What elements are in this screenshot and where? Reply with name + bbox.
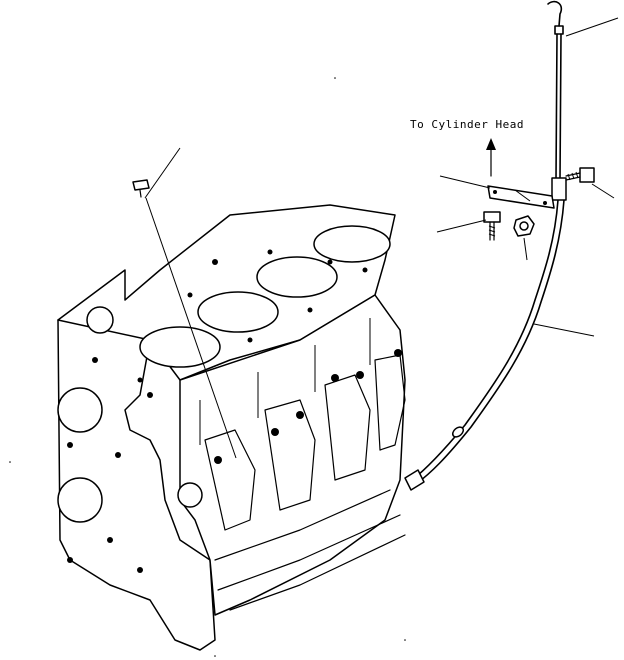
cylinder-block [57, 204, 406, 651]
nut [513, 215, 535, 237]
plug [132, 179, 150, 198]
to-cylinder-head-label: To Cylinder Head [410, 118, 524, 131]
leader-lines [144, 17, 619, 459]
bolt-bracket [483, 211, 501, 241]
dipstick-gauge [547, 0, 567, 201]
tube-bracket [487, 185, 555, 209]
bolt-tube [565, 167, 595, 183]
direction-arrow [486, 138, 496, 177]
dipstick-tube [404, 199, 565, 491]
